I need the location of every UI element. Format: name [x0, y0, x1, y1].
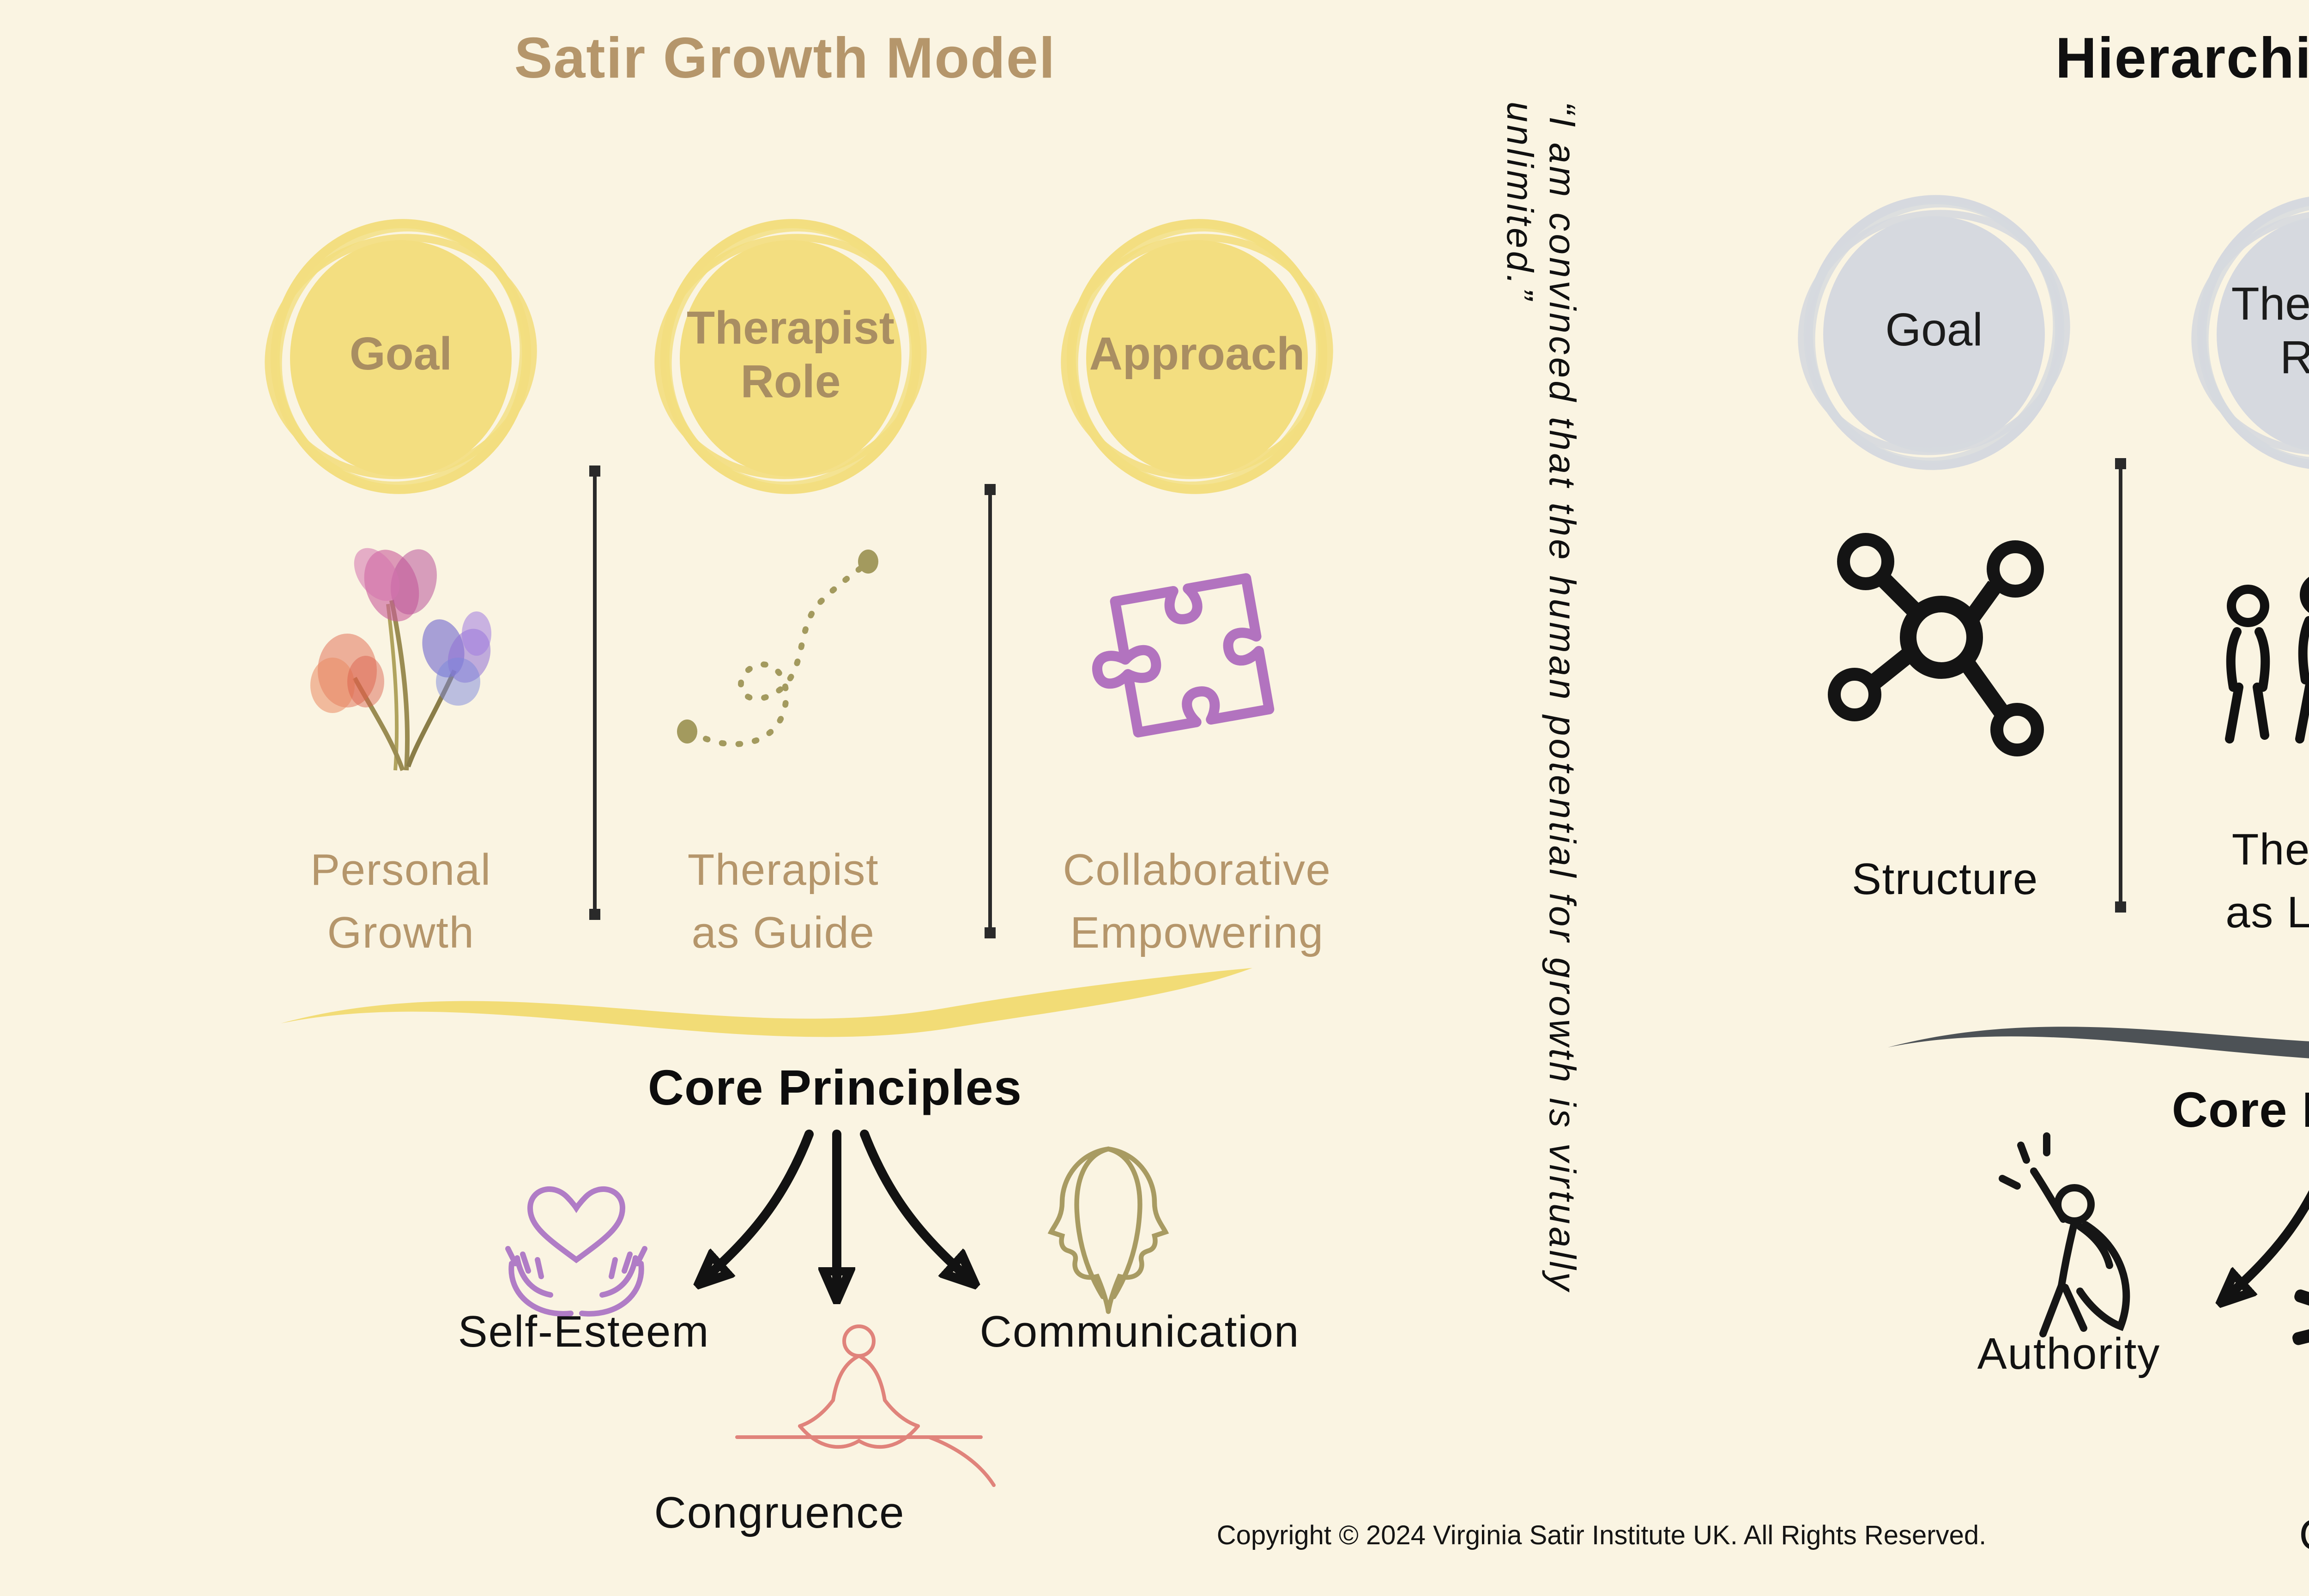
puzzle-icon: [1092, 573, 1275, 738]
aspect-label-personal-growth: Personal Growth: [310, 846, 491, 958]
copyright-text: Copyright © 2024 Virginia Satir Institut…: [1216, 1522, 1987, 1552]
hier-therapist-role-circle: Therapist Role: [2180, 185, 2309, 480]
meditation-icon: [735, 1324, 996, 1487]
brush-circle-icon: [265, 219, 537, 494]
hier-core-principles-title: Core Principles: [2171, 1082, 2309, 1138]
brush-circle-icon: [1061, 219, 1333, 494]
principle-label-communication: Communication: [979, 1308, 1300, 1358]
circle-label: Goal: [1885, 305, 1983, 357]
principle-label-self-esteem: Self-Esteem: [458, 1308, 710, 1358]
circle-label: Approach: [1089, 329, 1305, 381]
hierarchical-model-title: Hierarchical Model: [2055, 26, 2309, 91]
satir-goal-circle: Goal: [253, 209, 549, 504]
heart-hands-icon: [505, 1186, 647, 1317]
dark-swoosh: [1888, 1027, 2309, 1058]
faces-icon: [1047, 1146, 1169, 1314]
principle-label-control: Control: [2189, 1511, 2309, 1563]
principle-label-authority: Authority: [1977, 1330, 2161, 1380]
hier-goal-circle: Goal: [1786, 185, 2082, 480]
column-divider: [2115, 458, 2126, 913]
network-icon: [1828, 533, 2044, 756]
yellow-swoosh: [281, 968, 1252, 1037]
brush-circle-icon: [2191, 195, 2309, 470]
principle-label-congruence: Congruence: [654, 1489, 905, 1539]
aspect-label-therapist-as-guide: Therapist as Guide: [687, 846, 879, 958]
branch-arrows-icon: [2202, 1190, 2309, 1352]
aspect-label-structure: Structure: [1852, 855, 2038, 905]
branch-arrows-icon: [680, 1130, 994, 1334]
circle-label: Therapist Role: [2231, 278, 2309, 384]
virginia-satir-quote: “I am convinced that the human potential…: [1498, 102, 1581, 1294]
brush-circle-icon: [1798, 195, 2070, 470]
column-divider: [589, 466, 600, 920]
dotted-path-icon: [677, 550, 878, 747]
aspect-label-collaborative-empowering: Collaborative Empowering: [1063, 846, 1331, 958]
satir-therapist-role-circle: Therapist Role: [643, 209, 938, 504]
satir-core-principles-title: Core Principles: [647, 1060, 1022, 1116]
superhero-icon: [1999, 1132, 2130, 1337]
marionette-icon: [2292, 1289, 2309, 1350]
circle-label: Therapist Role: [686, 302, 895, 408]
column-divider: [985, 484, 996, 938]
flowers-icon: [310, 548, 491, 771]
circle-label: Goal: [349, 329, 453, 381]
team-leader-flag-icon: [2225, 577, 2309, 744]
satir-approach-circle: Approach: [1049, 209, 1345, 504]
brush-circle-icon: [654, 219, 927, 494]
aspect-label-therapist-as-leader: Therapist as Leader: [2225, 826, 2309, 938]
satir-model-title: Satir Growth Model: [514, 26, 1056, 91]
